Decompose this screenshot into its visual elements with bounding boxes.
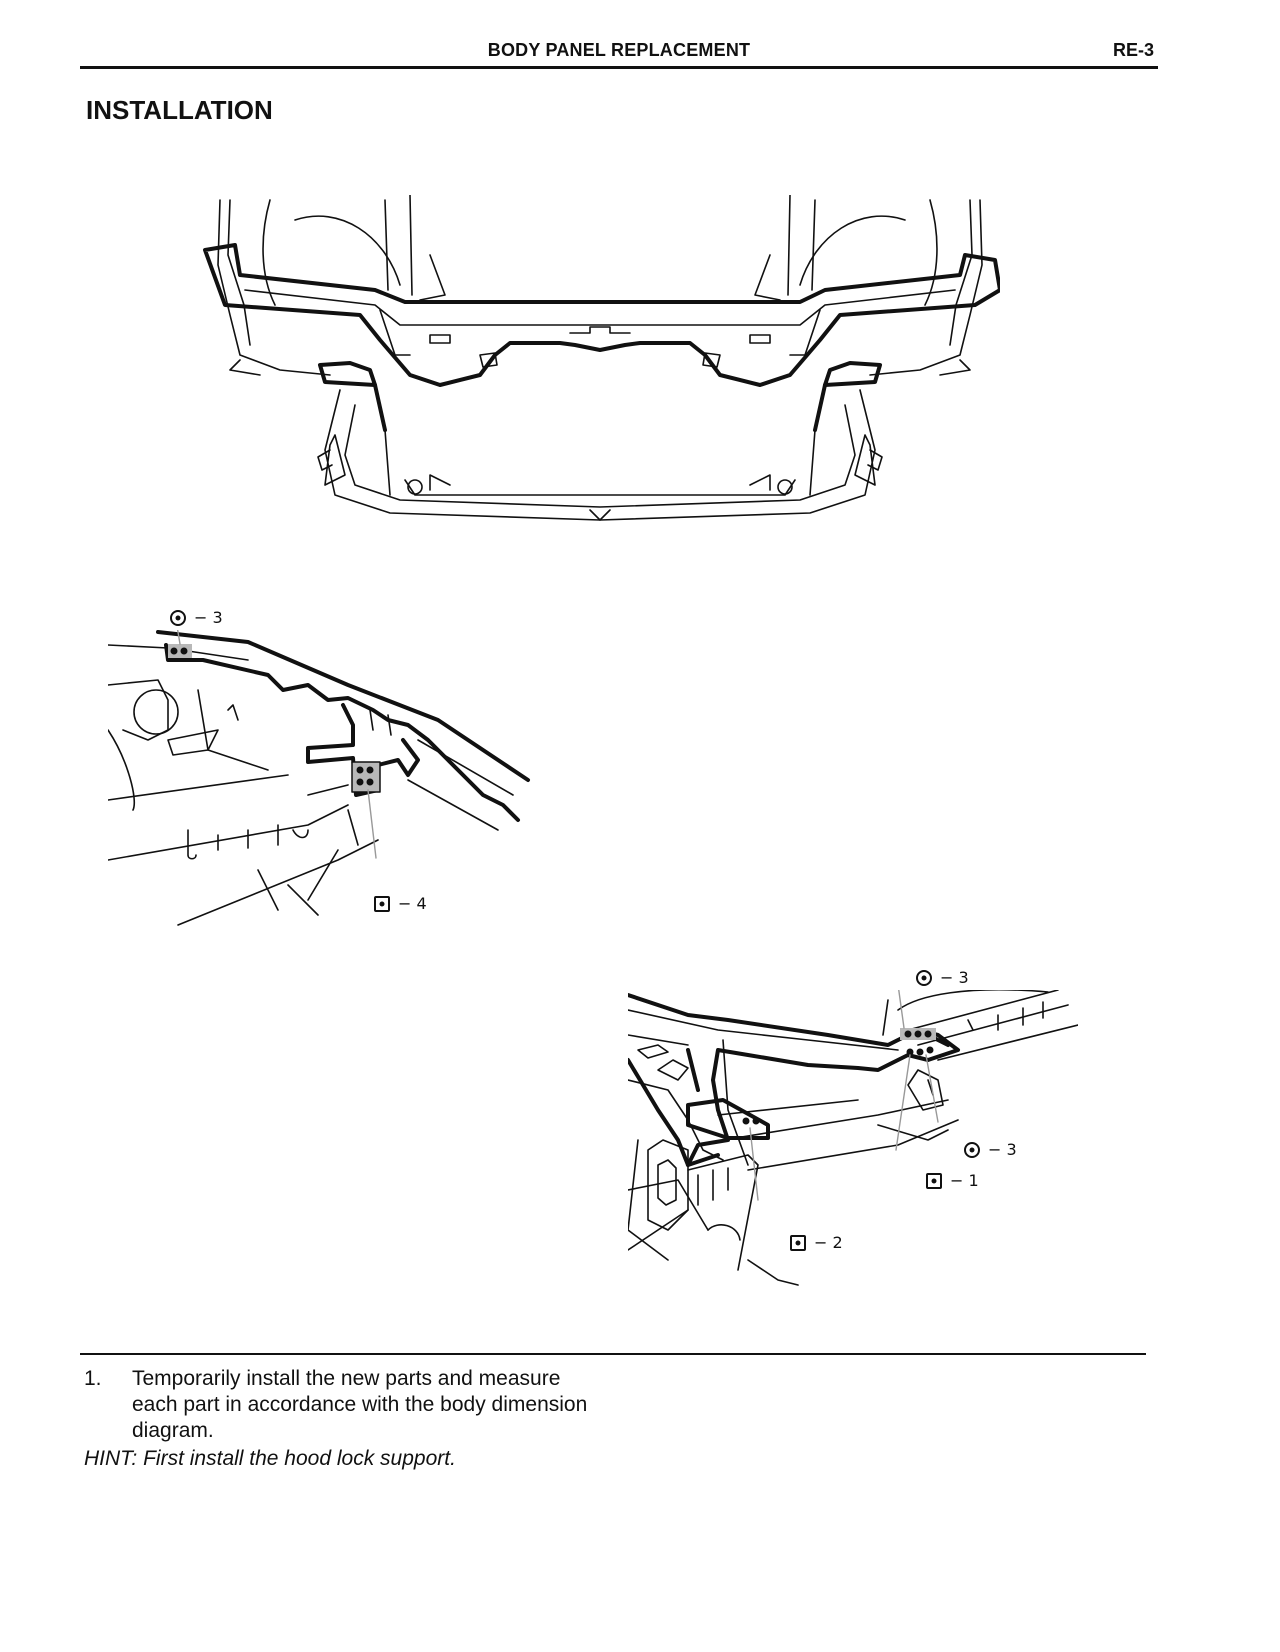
left-side-detail-illustration (108, 630, 548, 930)
page-number: RE-3 (1112, 40, 1154, 60)
callout-label: − 3 (194, 608, 223, 627)
square-weld-icon (926, 1172, 942, 1189)
section-title: INSTALLATION (86, 95, 273, 125)
section-divider (80, 1353, 1146, 1355)
hint-text: HINT: First install the hood lock suppor… (84, 1447, 456, 1470)
step-number: 1. (84, 1367, 102, 1390)
right-side-detail-illustration (628, 990, 1078, 1290)
callout-label: − 1 (950, 1171, 979, 1190)
circle-weld-icon (170, 609, 186, 626)
page-header: BODY PANEL REPLACEMENT RE-3 (80, 40, 1158, 69)
step-text: Temporarily install the new parts and me… (132, 1367, 588, 1442)
callout-label: − 3 (940, 968, 969, 987)
circle-weld-icon (916, 969, 932, 986)
callout-label: − 3 (988, 1140, 1017, 1159)
weld-callout-top-right: − 3 (916, 968, 969, 987)
square-weld-icon (790, 1234, 806, 1251)
weld-callout-bottom: − 4 (374, 894, 427, 913)
weld-callout-two: − 2 (790, 1233, 843, 1252)
circle-weld-icon (964, 1141, 980, 1158)
instruction-step: 1. Temporarily install the new parts and… (84, 1366, 604, 1444)
weld-callout-top: − 3 (170, 608, 223, 627)
square-weld-icon (374, 895, 390, 912)
radiator-support-illustration (200, 195, 1000, 565)
header-title: BODY PANEL REPLACEMENT (487, 40, 751, 60)
callout-label: − 2 (814, 1233, 843, 1252)
weld-callout-one: − 1 (926, 1171, 979, 1190)
weld-callout-right: − 3 (964, 1140, 1017, 1159)
callout-label: − 4 (398, 894, 427, 913)
